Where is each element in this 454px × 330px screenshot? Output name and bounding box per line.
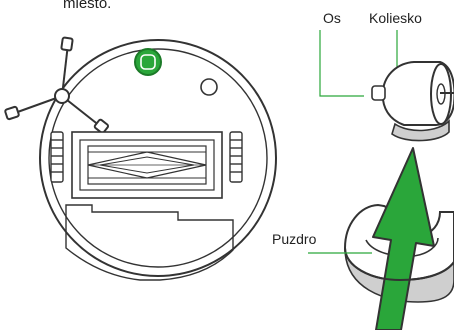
os-leader-line [320,30,364,96]
caption-top-text: miesto. [63,0,111,12]
main-brush-housing [72,132,222,198]
left-wheel-slot [51,132,63,182]
insert-arrow [373,148,434,330]
koliesko-label: Koliesko [369,10,422,26]
os-label: Os [323,10,341,26]
puzdro-label: Puzdro [272,231,316,247]
caster-wheel-part [372,62,454,141]
right-wheel-slot [230,132,242,182]
axle-stub [372,86,385,100]
front-caster-inner [141,55,155,69]
robot-underside [5,37,276,280]
sensor-hole [201,79,217,95]
